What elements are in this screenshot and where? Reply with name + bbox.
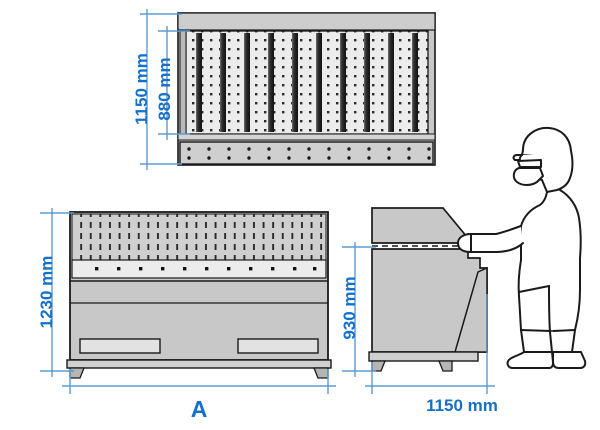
boot-cuff-back	[552, 329, 576, 332]
respirator-mask-icon	[512, 167, 544, 186]
top-view-perforated-deck	[185, 30, 429, 135]
safety-glasses-icon	[517, 159, 542, 168]
side-base-plinth	[368, 351, 479, 362]
front-base-plinth	[66, 359, 332, 369]
hand	[457, 233, 472, 253]
front-access-panel-left	[79, 338, 161, 354]
front-access-panel-right	[237, 338, 319, 354]
front-dot	[293, 267, 297, 271]
torso-front-line	[520, 191, 548, 261]
top-view-slat	[364, 33, 370, 132]
front-dot-row	[95, 267, 317, 271]
top-view-slat	[292, 33, 298, 132]
front-dot	[249, 267, 253, 271]
dim-label-overall-width: A	[191, 396, 208, 422]
top-view-left-rail	[179, 30, 187, 135]
top-view-slat	[316, 33, 322, 132]
side-dimension-group	[342, 242, 495, 394]
front-dot	[205, 267, 209, 271]
dim-label-overall-depth: 1150 mm	[132, 53, 151, 125]
top-view-dimension-group	[140, 9, 190, 170]
dim-label-working-depth: 880 mm	[155, 57, 174, 120]
front-dot	[117, 267, 121, 271]
front-elevation-view	[66, 211, 332, 379]
side-elevation-view	[368, 207, 488, 372]
front-dot	[139, 267, 143, 271]
dim-label-overall-height: 1230 mm	[37, 256, 56, 329]
top-view-slat	[268, 33, 274, 132]
front-dot	[271, 267, 275, 271]
crotch-line	[518, 285, 550, 293]
front-dimension-group	[40, 208, 336, 394]
top-view-rear-cover	[177, 12, 436, 31]
leg-front-line	[517, 259, 525, 353]
dim-label-working-height: 930 mm	[340, 276, 359, 339]
side-foot-right	[438, 360, 453, 372]
top-view-slat	[412, 33, 418, 132]
top-view-slat	[244, 33, 250, 132]
operator-figure	[457, 126, 587, 369]
top-view	[177, 12, 436, 166]
front-dot-strip	[71, 259, 327, 279]
safety-boot-back	[552, 351, 587, 369]
front-dot	[183, 267, 187, 271]
top-view-slat	[340, 33, 346, 132]
top-view-slat	[220, 33, 226, 132]
top-view-deck-edge	[177, 133, 436, 141]
front-dot	[95, 267, 99, 271]
front-dot	[227, 267, 231, 271]
front-perforated-panel	[71, 213, 327, 261]
front-dot	[161, 267, 165, 271]
front-dot	[313, 267, 317, 271]
top-view-slat	[196, 33, 202, 132]
dim-label-overall-depth-side: 1150 mm	[426, 396, 498, 415]
top-view-slat	[388, 33, 394, 132]
top-view-slat-group	[196, 33, 418, 132]
top-view-front-band	[179, 141, 434, 165]
torso-back-line	[559, 189, 582, 291]
boot-cuff-front	[520, 329, 552, 332]
